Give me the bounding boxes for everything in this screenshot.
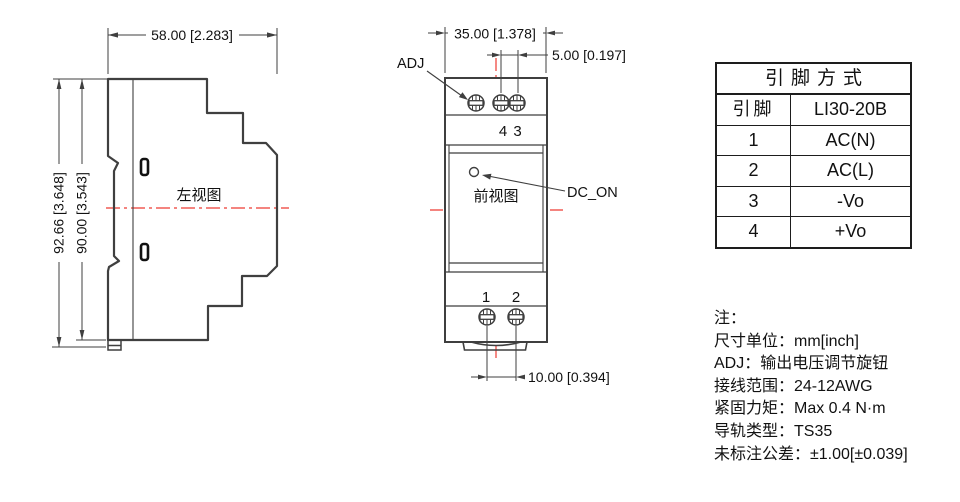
- front-view-inner-edges: [448, 145, 544, 272]
- pin-cell: 1: [717, 125, 791, 155]
- pin-cell: 2: [717, 156, 791, 186]
- side-width-dim-text: 58.00 [2.283]: [151, 27, 233, 43]
- pin-table-row: 4 +Vo: [717, 217, 910, 247]
- front-width-dimension: 35.00 [1.378]: [428, 25, 563, 73]
- front-view-section-lines: [445, 114, 547, 307]
- side-height-outer-dim-text: 92.66 [3.648]: [51, 172, 67, 254]
- signal-cell: AC(N): [825, 129, 876, 150]
- pin-1-label: 1: [482, 289, 490, 306]
- side-width-dimension: 58.00 [2.283]: [107, 26, 278, 74]
- front-top-pitch-dim-text: 5.00 [0.197]: [552, 47, 626, 63]
- adj-callout: ADJ: [397, 56, 468, 100]
- note-line: 紧固力矩：Max 0.4 N·m: [714, 400, 886, 418]
- dc-on-led-icon: [468, 166, 480, 178]
- pin-table-row: 2 AC(L): [717, 156, 910, 187]
- pin-2-label: 2: [512, 289, 520, 306]
- note-line: 接线范围：24-12AWG: [714, 377, 873, 395]
- pin-table-header: 引脚 LI30-20B: [717, 95, 910, 126]
- pin-table: 引脚方式 引脚 LI30-20B 1 AC(N) 2 AC(L) 3 -Vo 4…: [715, 62, 912, 249]
- pin-table-col-model: LI30-20B: [813, 99, 888, 119]
- pin-cell: 3: [717, 186, 791, 216]
- notes-block: 注： 尺寸单位：mm[inch] ADJ：输出电压调节旋钮 接线范围：24-12…: [714, 308, 908, 466]
- front-top-pitch-dimension: 5.00 [0.197]: [487, 47, 626, 93]
- side-height-dimensions: 92.66 [3.648] 90.00 [3.543]: [51, 78, 108, 348]
- side-view-outline: [106, 77, 279, 342]
- pin-table-col-pin: 引脚: [717, 95, 791, 125]
- dc-on-callout-text: DC_ON: [567, 185, 618, 201]
- signal-cell: +Vo: [834, 221, 867, 241]
- side-view: 左视图 58.00 [2.283] 92.66 [3.648: [51, 26, 289, 351]
- pin-4-label: 4: [499, 123, 507, 140]
- signal-cell: AC(L): [826, 160, 874, 180]
- front-width-dim-text: 35.00 [1.378]: [454, 26, 536, 42]
- front-bottom-pitch-dim-text: 10.00 [0.394]: [528, 369, 610, 385]
- pin-table-title: 引脚方式: [717, 64, 910, 95]
- pin-table-row: 1 AC(N): [717, 125, 910, 156]
- pin-3-label: 3: [513, 123, 521, 140]
- signal-cell: -Vo: [836, 190, 865, 211]
- pin-cell: 4: [717, 217, 791, 247]
- front-view-label: 前视图: [473, 188, 518, 205]
- vent-slot-icon: [139, 242, 150, 262]
- adj-potentiometer-icon: [467, 94, 485, 112]
- side-height-inner-dim-text: 90.00 [3.543]: [74, 172, 90, 254]
- note-line: 尺寸单位：mm[inch]: [714, 332, 859, 350]
- terminal-screw-1-icon: [478, 308, 496, 326]
- vent-slot-icon: [139, 157, 150, 177]
- adj-callout-text: ADJ: [397, 56, 424, 72]
- din-foot-tab: [107, 340, 122, 351]
- note-line: 未标注公差：±1.00[±0.039]: [714, 445, 908, 463]
- front-view: 4 3 1 2 前视图 35.00 [1.378] 5.00 [0.: [397, 25, 626, 385]
- side-view-label: 左视图: [176, 187, 221, 204]
- note-line: ADJ：输出电压调节旋钮: [714, 355, 889, 373]
- front-view-outline: [444, 77, 548, 343]
- terminal-screw-3-icon: [508, 94, 526, 112]
- note-line: 导轨类型：TS35: [714, 422, 833, 440]
- front-bottom-pitch-dimension: 10.00 [0.394]: [471, 326, 610, 385]
- front-foot-tab: [462, 341, 528, 351]
- notes-heading: 注：: [714, 310, 747, 327]
- pin-table-row: 3 -Vo: [717, 186, 910, 217]
- dc-on-callout: DC_ON: [482, 173, 618, 201]
- terminal-screw-4-icon: [492, 94, 510, 112]
- terminal-screw-2-icon: [507, 308, 525, 326]
